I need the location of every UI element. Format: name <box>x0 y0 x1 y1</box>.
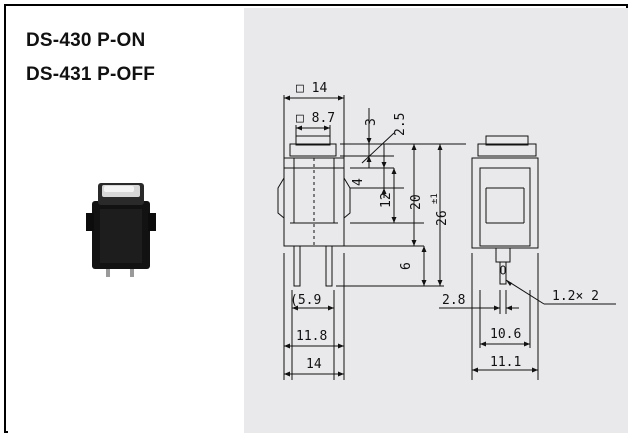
dim-26: 26 <box>435 210 450 226</box>
dim-12: 12 <box>379 192 394 208</box>
model-title-1: DS-430 P-ON <box>26 30 146 51</box>
dim-pin-1-2x2: 1.2× 2 <box>552 289 599 304</box>
dim-width-14: 14 <box>306 357 322 372</box>
product-panel: DS-430 P-ON DS-431 P-OFF <box>8 8 244 433</box>
dim-square-14: □ 14 <box>296 81 327 96</box>
model-title-2: DS-431 P-OFF <box>26 64 156 85</box>
dim-2-8: 2.8 <box>442 293 465 308</box>
dim-3: 3 <box>364 118 379 126</box>
dim-square-8-7: □ 8.7 <box>296 111 335 126</box>
drawing-panel: □ 14 □ 8.7 3 2.5 4 12 20 26 ±1 6 (5.9 11… <box>244 8 628 433</box>
dim-6: 6 <box>399 262 414 270</box>
dim-pitch-5-9: (5.9 <box>290 293 321 308</box>
datasheet-frame: DS-430 P-ON DS-431 P-OFF <box>4 4 628 433</box>
dim-width-11-8: 11.8 <box>296 329 327 344</box>
dim-4: 4 <box>351 178 366 186</box>
dim-20: 20 <box>409 194 424 210</box>
dim-26-tolerance: ±1 <box>430 193 440 204</box>
switch-photo <box>86 183 156 277</box>
dim-2-5: 2.5 <box>393 113 408 136</box>
dimension-drawing: □ 14 □ 8.7 3 2.5 4 12 20 26 ±1 6 (5.9 11… <box>277 81 616 380</box>
dim-width-10-6: 10.6 <box>490 327 521 342</box>
dim-width-11-1: 11.1 <box>490 355 521 370</box>
